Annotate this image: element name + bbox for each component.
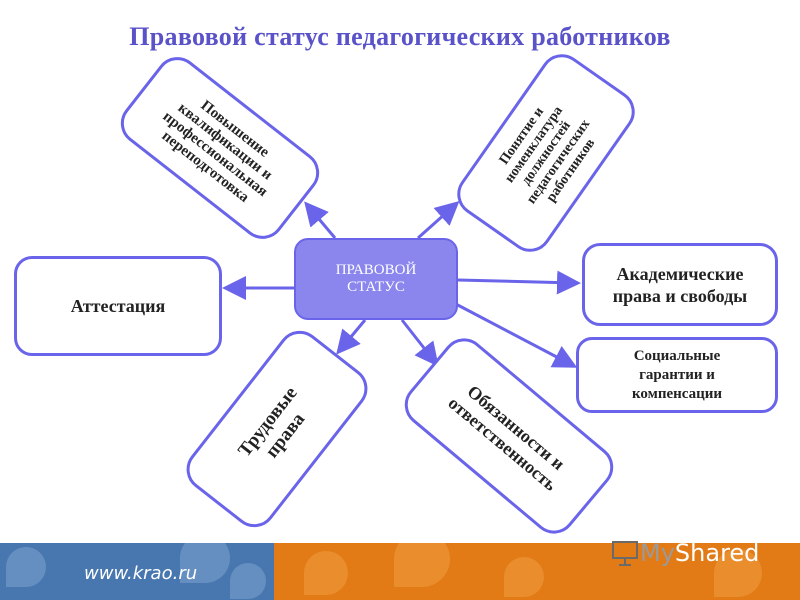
- social-line-2: гарантии и: [639, 366, 715, 383]
- footer-orange-band: [274, 543, 800, 600]
- center-node: ПРАВОВОЙ СТАТУС: [294, 238, 458, 320]
- social-line-1: Социальные: [633, 347, 721, 364]
- footer-blue-band: www.krao.ru: [0, 543, 274, 600]
- leaf-decoration: [504, 557, 544, 597]
- leaf-decoration: [304, 551, 348, 595]
- footer-banner: www.krao.ru: [0, 543, 800, 600]
- leaf-decoration: [180, 543, 230, 583]
- logo-my: My: [640, 539, 675, 567]
- page-title: Правовой статус педагогических работнико…: [129, 22, 671, 51]
- footer-url: www.krao.ru: [84, 563, 198, 584]
- attestation-label: Аттестация: [70, 295, 166, 316]
- center-line2: СТАТУС: [347, 279, 405, 295]
- academic-line-2: права и свободы: [612, 285, 748, 306]
- arrow-to-labor: [336, 319, 367, 355]
- node-social: Социальные гарантии и компенсации: [576, 337, 778, 413]
- leaf-decoration: [230, 563, 266, 599]
- leaf-decoration: [714, 549, 762, 597]
- social-line-3: компенсации: [631, 385, 723, 402]
- academic-line-1: Академические: [616, 263, 744, 284]
- arrow-to-duties: [400, 319, 439, 367]
- arrow-to-qualification: [304, 201, 337, 239]
- logo-shared: Shared: [674, 539, 760, 567]
- leaf-decoration: [394, 543, 450, 587]
- presentation-icon: [612, 541, 638, 566]
- node-academic: Академические права и свободы: [582, 243, 778, 326]
- arrow-to-social: [451, 300, 578, 368]
- leaf-decoration: [6, 547, 46, 587]
- arrow-to-nomenclature: [417, 201, 460, 240]
- node-attestation: Аттестация: [14, 256, 222, 356]
- arrow-to-academic: [457, 270, 581, 295]
- center-line1: ПРАВОВОЙ: [335, 262, 417, 278]
